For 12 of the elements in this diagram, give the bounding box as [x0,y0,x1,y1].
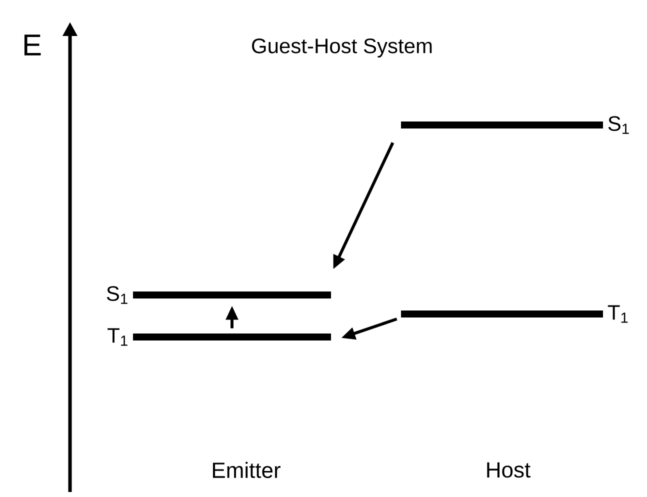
energy-level: S$_{1}$ [401,116,629,134]
node-label: S$_{1}$ [106,286,128,304]
column-label: Host [487,462,530,478]
energy-level: T$_{1}$ [108,328,331,346]
node-label: S$_{1}$ [608,116,629,134]
node-label: T$_{1}$ [608,305,628,323]
axis-label: E [24,34,41,56]
node-label: T$_{1}$ [108,328,128,346]
column-label: Emitter [212,462,280,478]
title-label: Guest-Host System [252,38,432,58]
energy-level: T$_{1}$ [401,305,628,323]
energy-level: S$_{1}$ [106,286,331,304]
